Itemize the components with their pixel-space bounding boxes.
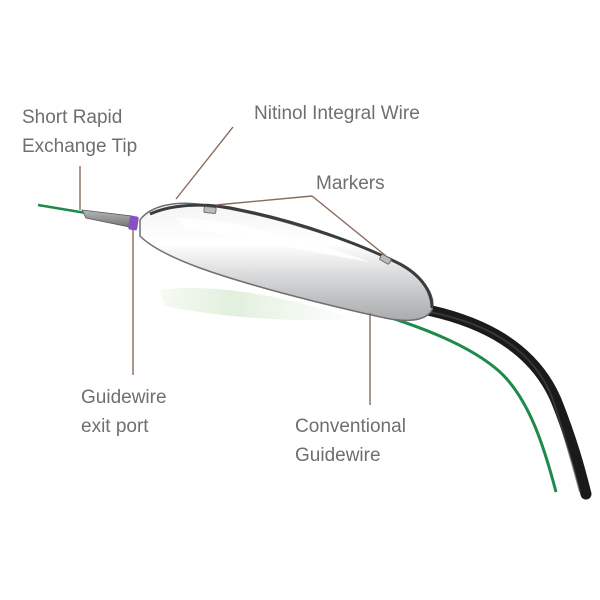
balloon-highlight [175, 218, 370, 262]
label-nitinol-integral-wire: Nitinol Integral Wire [254, 103, 420, 124]
label-conventional-guidewire: Conventional Guidewire [295, 416, 406, 466]
marker-proximal [379, 254, 392, 265]
leader-lines [79, 126, 387, 405]
label-guidewire-exit-port: Guidewire exit port [81, 387, 167, 437]
catheter-shaft-highlight [429, 311, 581, 493]
leader-nitinol [175, 126, 234, 200]
leader-markers-left [215, 195, 313, 206]
label-short-rapid-exchange-tip: Short Rapid Exchange Tip [22, 107, 138, 157]
leader-markers-right [311, 195, 387, 257]
guidewire-exit-port [128, 215, 139, 231]
label-markers: Markers [316, 173, 385, 194]
balloon-shadow [160, 288, 350, 321]
nitinol-wire-edge [149, 203, 434, 309]
rapid-exchange-tip [81, 209, 135, 229]
marker-distal [203, 206, 217, 214]
